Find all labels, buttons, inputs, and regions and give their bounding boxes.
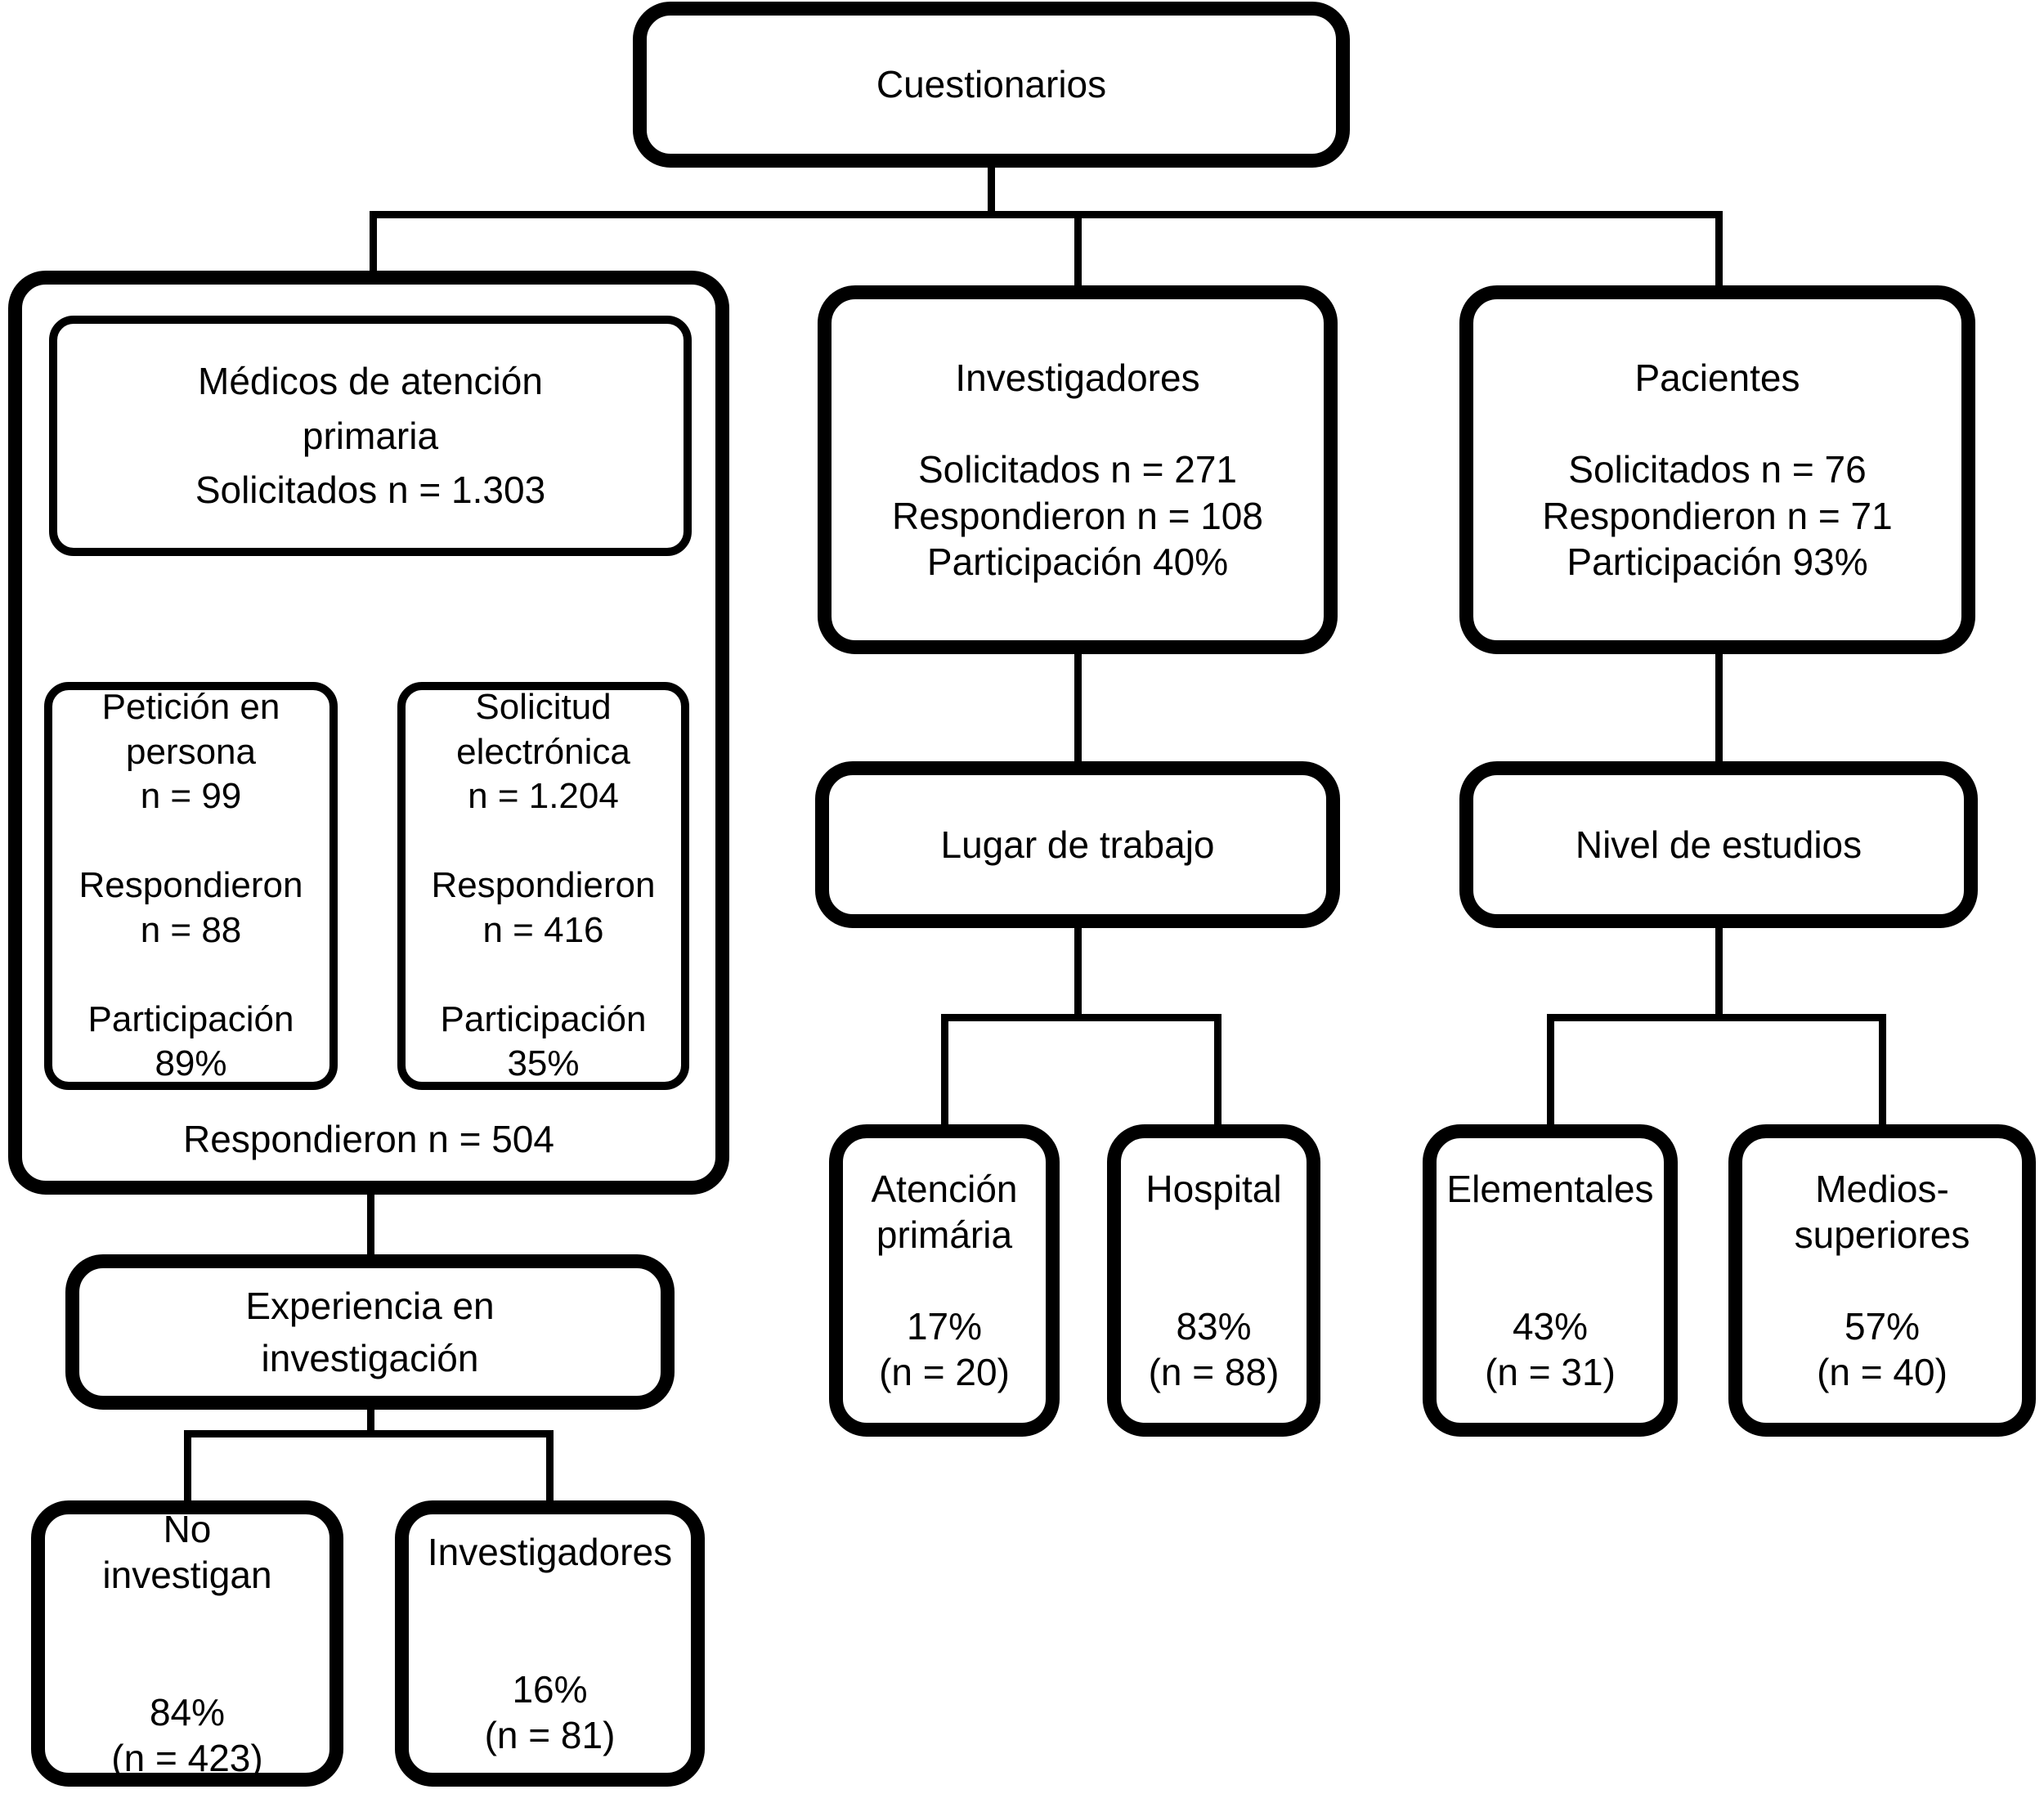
connector-drop-middle	[1074, 211, 1082, 289]
connector-investigadores-lugar	[1074, 651, 1082, 765]
connector-drop-medios	[1879, 1014, 1886, 1128]
node-experiencia-investigacion: Experiencia en investigación	[65, 1254, 675, 1410]
node-medicos-header: Médicos de atención primaria Solicitados…	[49, 316, 692, 556]
node-cuestionarios: Cuestionarios	[633, 2, 1350, 168]
connector-root-stub	[988, 168, 995, 214]
node-peticion-en-persona: Petición en persona n = 99 Respondieron …	[44, 682, 338, 1090]
connector-lugar-stem	[1074, 925, 1082, 1021]
node-elementales: Elementales 43% (n = 31)	[1423, 1124, 1678, 1437]
connector-nivel-stem	[1715, 925, 1723, 1021]
label-respondieron-total: Respondieron n = 504	[183, 1118, 554, 1160]
connector-lugar-split	[941, 1014, 1221, 1021]
connector-main-horizontal	[370, 211, 1723, 218]
connector-container-experiencia	[367, 1192, 374, 1258]
node-atencion-primaria: Atención primária 17% (n = 20)	[829, 1124, 1060, 1437]
connector-drop-investigadores-bottom	[546, 1430, 554, 1504]
node-medios-superiores: Medios- superiores 57% (n = 40)	[1728, 1124, 2036, 1437]
connector-drop-hospital	[1214, 1014, 1221, 1128]
node-lugar-de-trabajo: Lugar de trabajo	[815, 761, 1340, 928]
node-nivel-de-estudios: Nivel de estudios	[1459, 761, 1978, 928]
node-pacientes: Pacientes Solicitados n = 76 Respondiero…	[1459, 285, 1975, 654]
node-solicitud-electronica: Solicitud electrónica n = 1.204 Respondi…	[397, 682, 689, 1090]
connector-nivel-split	[1547, 1014, 1886, 1021]
node-hospital: Hospital 83% (n = 88)	[1107, 1124, 1320, 1437]
connector-pacientes-nivel	[1715, 651, 1723, 765]
connector-drop-elementales	[1547, 1014, 1554, 1128]
node-investigadores: Investigadores Solicitados n = 271 Respo…	[818, 285, 1338, 654]
connector-experiencia-stem	[367, 1406, 374, 1436]
node-no-investigan: No investigan 84% (n = 423)	[31, 1500, 343, 1787]
connector-drop-noinvestigan	[184, 1430, 191, 1504]
connector-drop-left	[370, 211, 377, 273]
connector-drop-right	[1715, 211, 1723, 289]
connector-experiencia-split	[184, 1430, 554, 1437]
connector-drop-atencion	[941, 1014, 948, 1128]
node-investigadores-bottom: Investigadores 16% (n = 81)	[395, 1500, 705, 1787]
